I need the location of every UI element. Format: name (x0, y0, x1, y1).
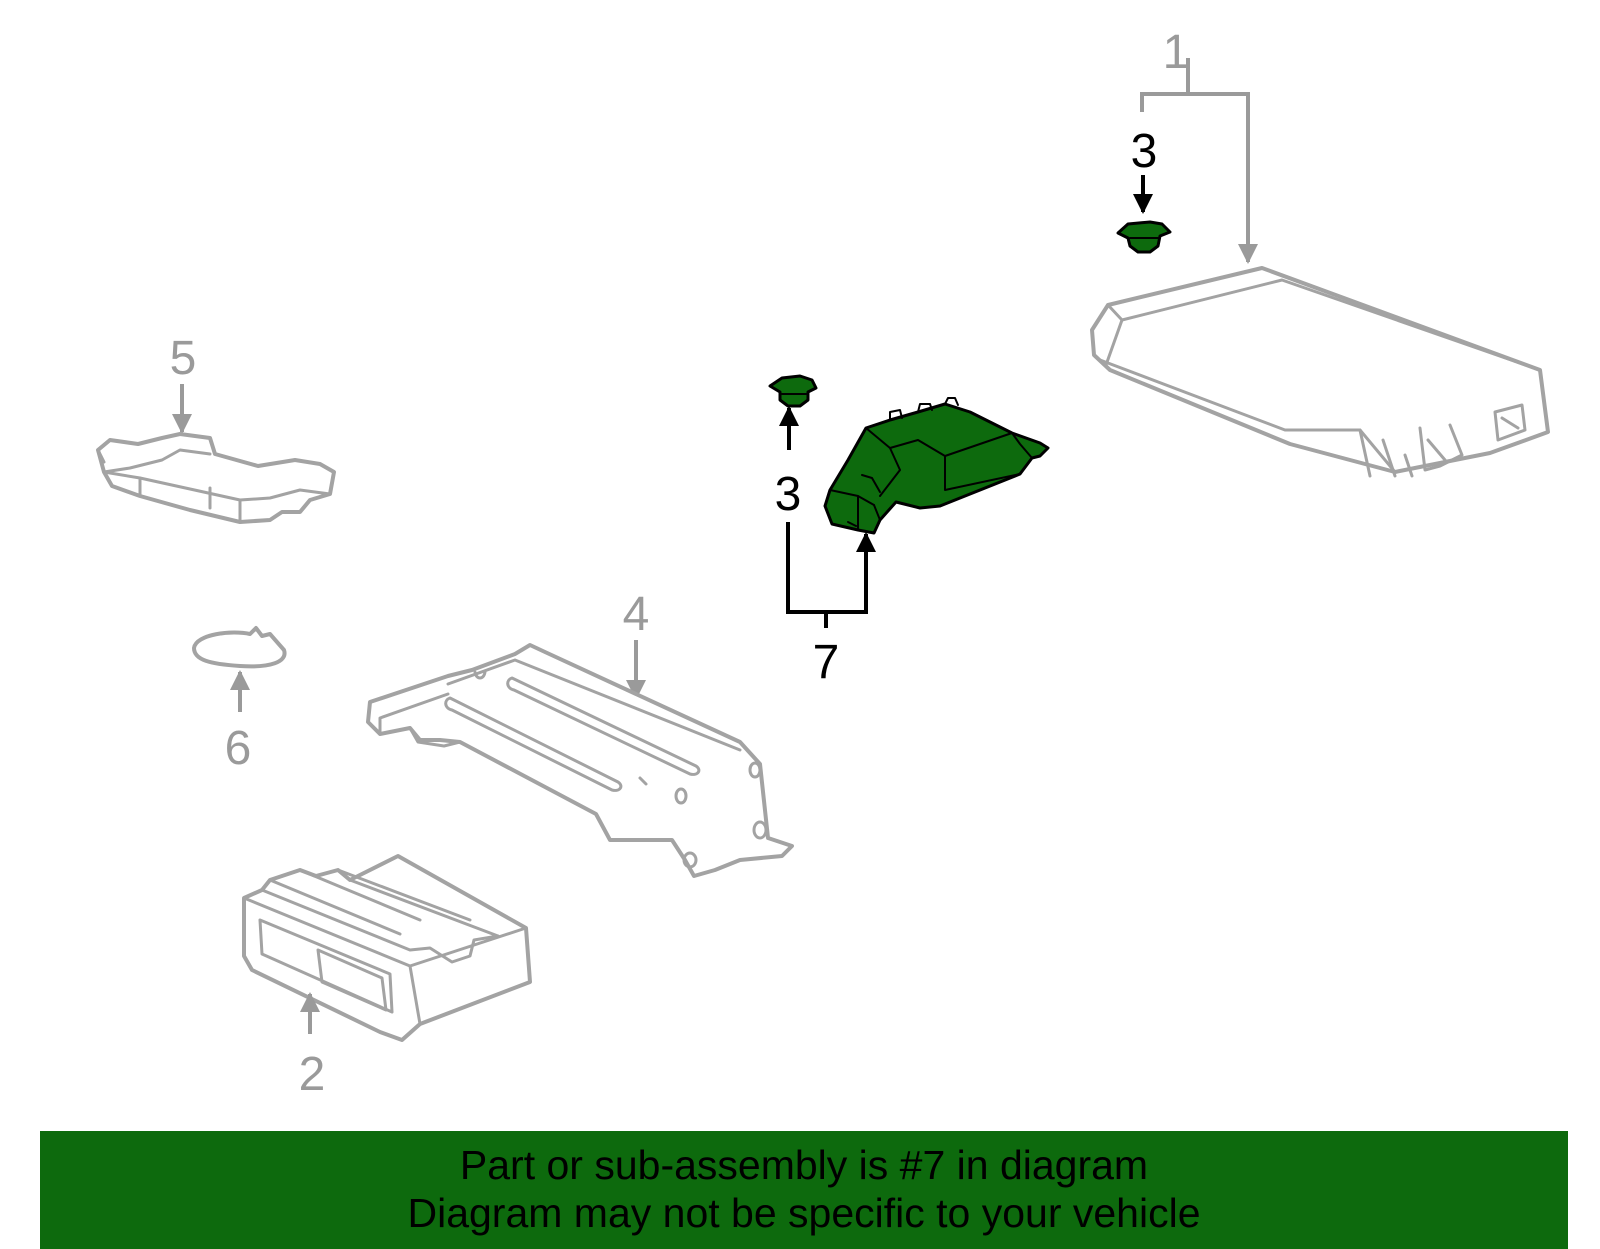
part-3-clip-top[interactable] (1116, 220, 1172, 254)
part-5-cover[interactable] (96, 432, 336, 524)
callout-6-label: 6 (225, 722, 252, 775)
callout-1-label: 1 (1163, 26, 1190, 79)
part-3-clip-mid[interactable] (768, 374, 818, 408)
callout-7-leader (786, 522, 876, 628)
part-6-cap[interactable] (192, 626, 287, 669)
banner-line-1: Part or sub-assembly is #7 in diagram (459, 1142, 1149, 1188)
callout-2-label: 2 (299, 1048, 326, 1101)
callout-3-mid-label: 3 (775, 468, 802, 521)
part-7-bracket-highlighted[interactable] (823, 397, 1050, 535)
callout-7-label: 7 (813, 636, 840, 689)
part-1-control-module[interactable] (1090, 266, 1550, 478)
info-banner: Part or sub-assembly is #7 in diagram Di… (40, 1131, 1568, 1249)
callout-5-label: 5 (170, 332, 197, 385)
part-4-mounting-bracket[interactable] (366, 643, 794, 878)
banner-line-2: Diagram may not be specific to your vehi… (407, 1190, 1201, 1236)
part-2-ecu[interactable] (242, 854, 532, 1042)
callout-3-top-label: 3 (1131, 125, 1158, 178)
callout-4-label: 4 (623, 588, 650, 641)
callout-1-leader (1140, 58, 1258, 264)
